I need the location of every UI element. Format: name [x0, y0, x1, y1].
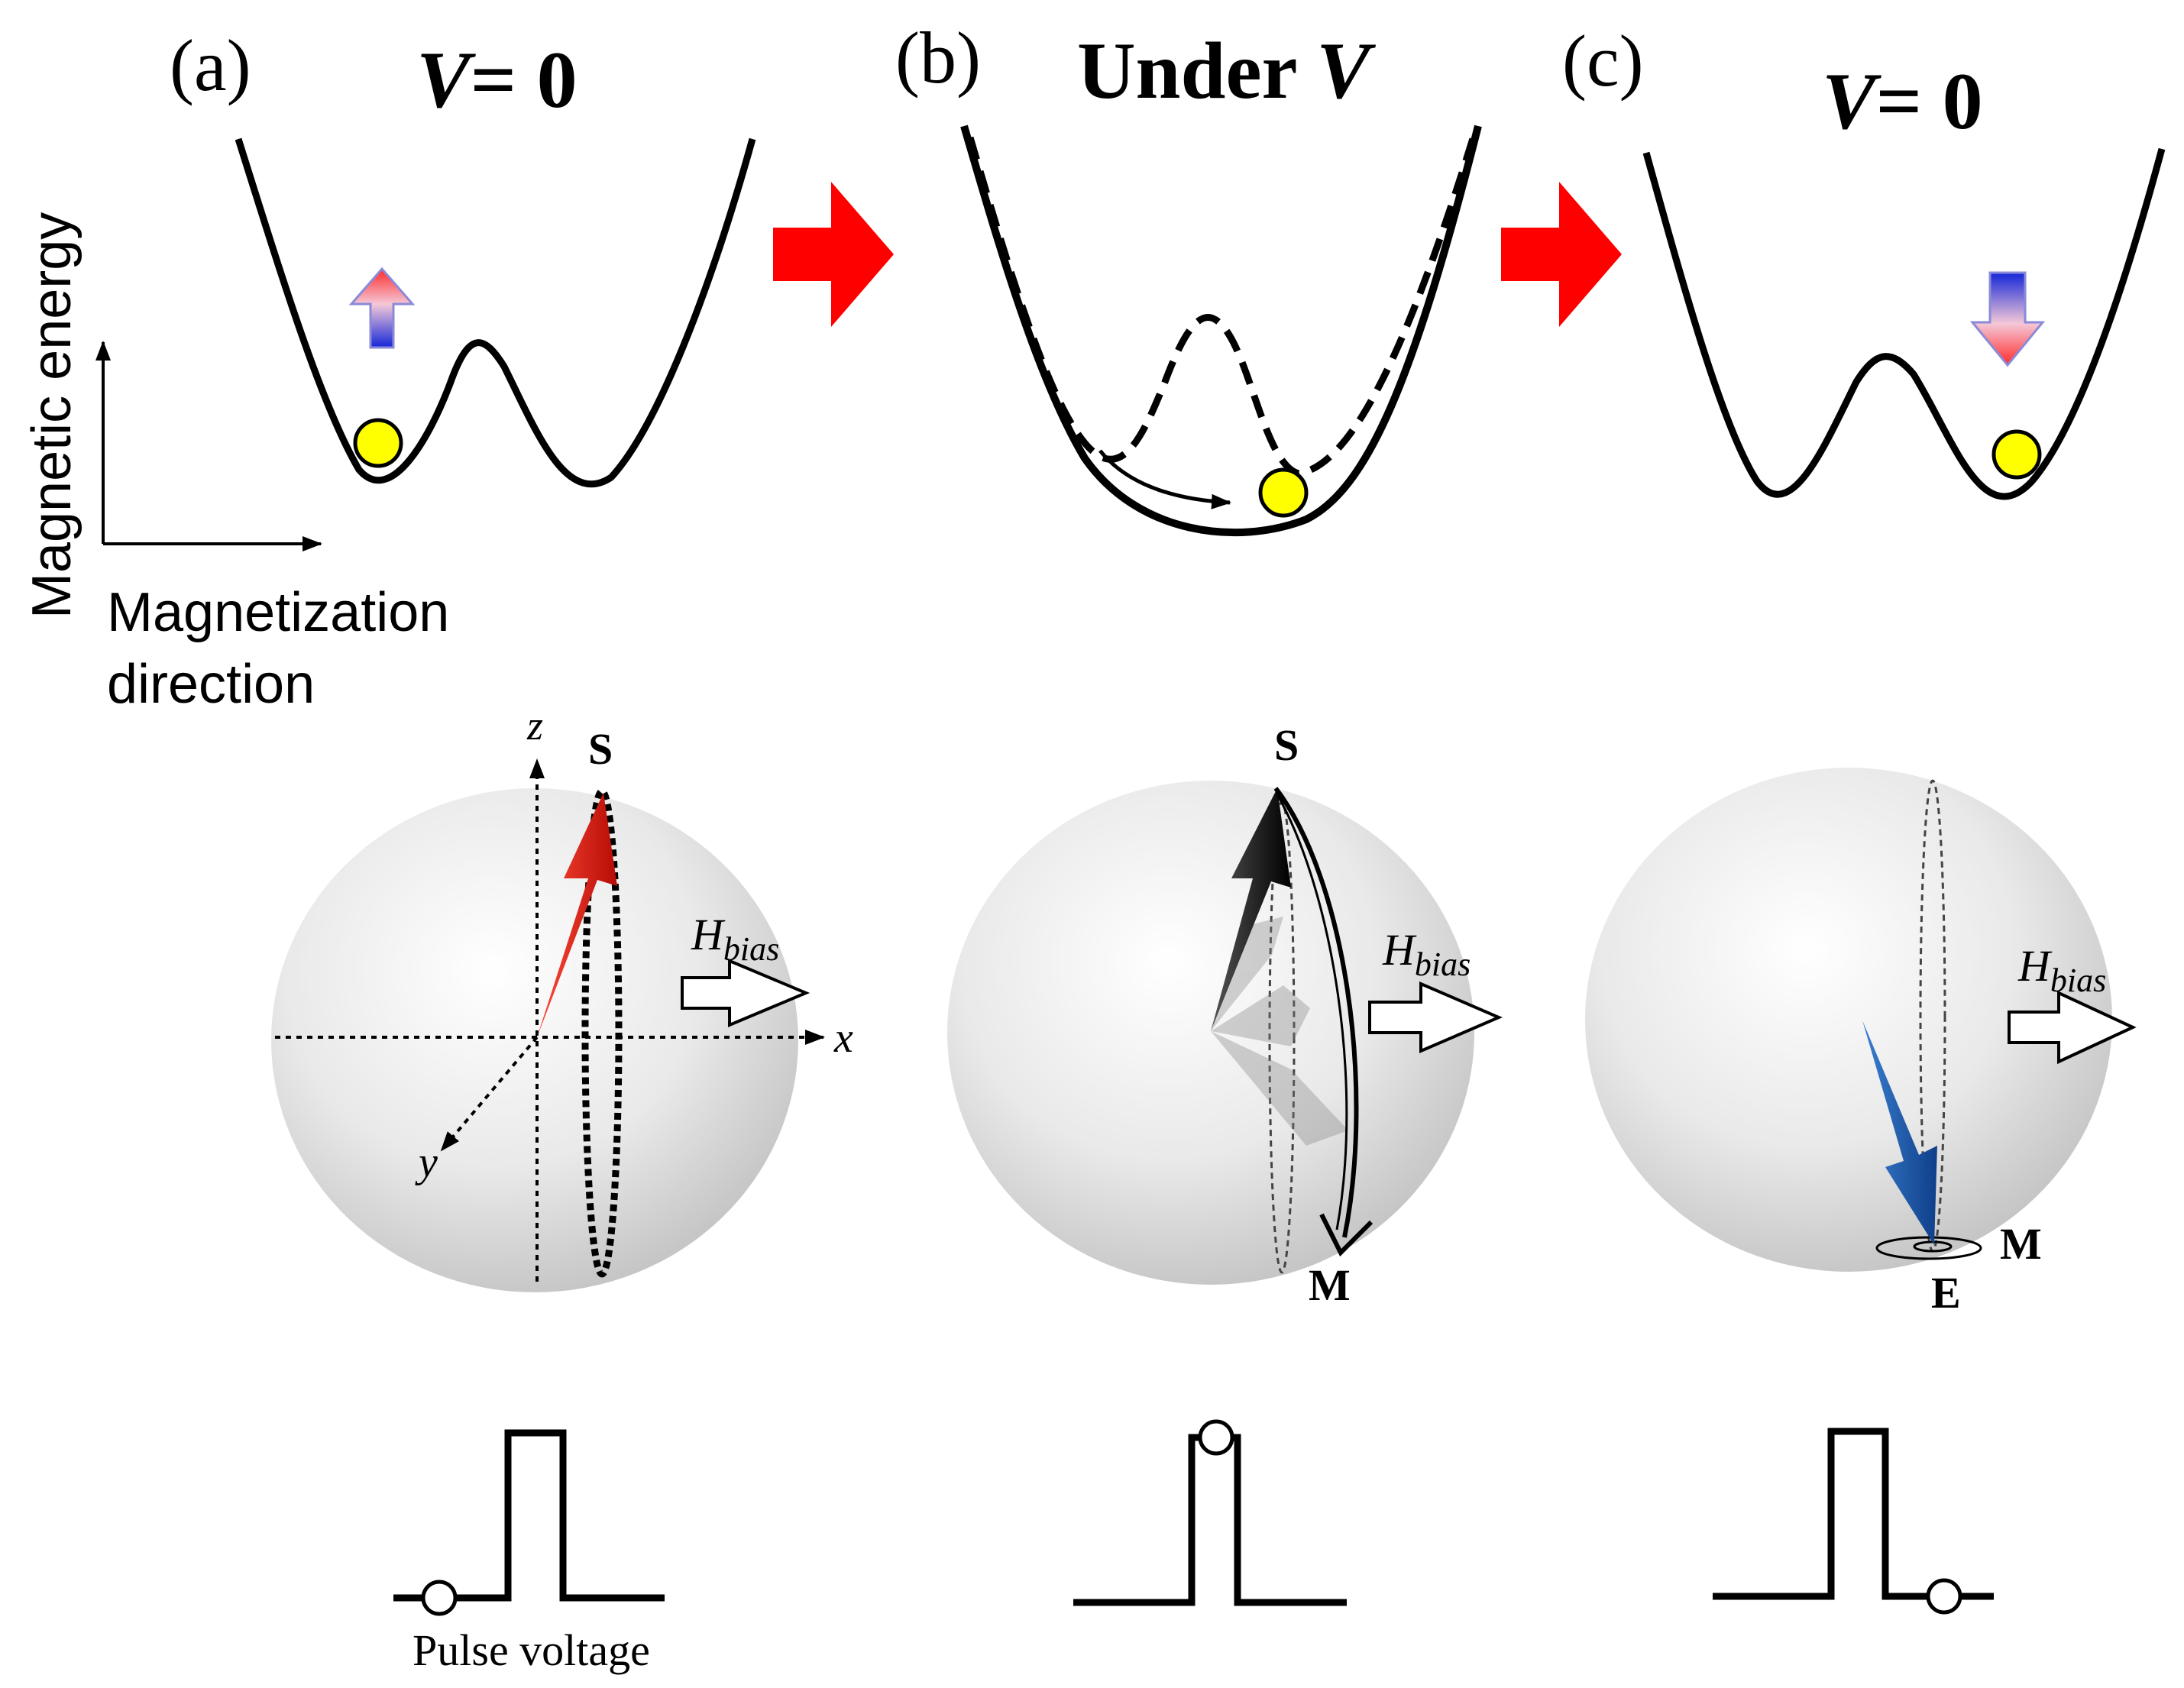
transition-arrow-b-to-c: [1501, 182, 1622, 327]
switching-trajectory-b: [1273, 787, 1359, 1238]
panel-b-label: (b): [895, 17, 981, 99]
pulse-a: Pulse voltage: [393, 1429, 665, 1675]
field-sub-b: bias: [1415, 946, 1471, 983]
field-main-b: H: [1382, 925, 1417, 975]
field-arrow-b-icon: [1368, 981, 1503, 1054]
energy-well-c: [1642, 147, 2166, 500]
spin-down-arrow-icon: [1969, 271, 2046, 367]
field-arrow-a-icon: [681, 958, 811, 1028]
start-label-a: S: [588, 724, 613, 774]
precession-orbit-a: [581, 787, 623, 1278]
ghost-arrow-3-icon: [1211, 1031, 1348, 1146]
state-ball-c: [1991, 429, 2042, 480]
field-label-a: Hbias: [691, 910, 779, 968]
panel-c-title-suffix: = 0: [1876, 57, 1983, 146]
magnetization-arrow-blue-icon: [1862, 1020, 1937, 1245]
field-arrow-c-icon: [2008, 990, 2137, 1065]
mid-label-b: M: [1309, 1260, 1351, 1310]
pulse-marker-a: [421, 1580, 458, 1616]
pulse-c: [1713, 1428, 1994, 1615]
start-label-b: S: [1274, 720, 1299, 770]
pulse-marker-c: [1926, 1578, 1962, 1615]
field-label-b: Hbias: [1382, 925, 1471, 983]
sphere-a: z x y S Hbias: [271, 703, 853, 1292]
single-well-curve-b: [960, 124, 1482, 537]
panel-a-label: (a): [170, 24, 251, 106]
sphere-b: S M Hbias: [947, 720, 1503, 1310]
magnetization-axis-label-line2: direction: [107, 654, 315, 715]
pulse-marker-b: [1198, 1419, 1234, 1456]
y-axis-label: y: [415, 1139, 438, 1186]
trajectory-arrowhead-b-icon: [1319, 1213, 1373, 1257]
panel-b-title: Under V: [1077, 26, 1376, 115]
end-label-c: E: [1931, 1268, 1961, 1318]
switching-trajectory-b-inner: [1276, 794, 1348, 1230]
energy-well-b: [960, 124, 1482, 537]
panel-c-voltage-var: V: [1822, 57, 1881, 146]
panel-b-header: (b) Under V: [895, 17, 1376, 115]
transition-arrow-a-to-b: [773, 182, 894, 327]
panel-a-voltage-var: V: [416, 35, 476, 124]
energy-well-a: [235, 137, 756, 488]
field-main-c: H: [2017, 941, 2053, 991]
panel-a-header: (a) V= 0: [170, 24, 578, 124]
settling-orbit-c: [1875, 1236, 1982, 1260]
z-axis-label: z: [526, 703, 543, 749]
field-sub-c: bias: [2050, 962, 2106, 999]
energy-axes: Magnetic energy Magnetization direction: [21, 212, 449, 715]
pulse-waveform-a: [393, 1429, 665, 1602]
sphere-c: M E Hbias: [1585, 768, 2137, 1318]
mid-label-c: M: [2000, 1219, 2042, 1269]
panel-c-title: V= 0: [1822, 57, 1983, 146]
pulse-b: [1073, 1419, 1347, 1606]
spin-up-arrow-icon: [348, 267, 416, 349]
energy-axis-label: Magnetic energy: [21, 212, 83, 619]
pulse-caption: Pulse voltage: [413, 1625, 650, 1675]
ghost-arrow-2-icon: [1211, 985, 1310, 1046]
dashed-barrier-curve-b: [966, 132, 1478, 477]
switching-path-arrow-b: [1098, 449, 1231, 509]
double-well-curve-c: [1642, 147, 2166, 500]
pulse-waveform-c: [1713, 1428, 1994, 1600]
magnetization-axis-label-line1: Magnetization: [107, 582, 449, 643]
sphere-c-body: [1585, 768, 2112, 1272]
field-sub-a: bias: [723, 930, 779, 968]
state-ball-a: [353, 418, 403, 468]
panel-b-voltage-var: V: [1316, 26, 1376, 115]
double-well-curve-a: [235, 137, 756, 488]
ghost-arrows-b: [1211, 917, 1348, 1146]
x-axis-label: x: [833, 1014, 853, 1062]
panel-b-title-prefix: Under: [1077, 26, 1316, 115]
pulse-waveform-b: [1073, 1434, 1347, 1606]
field-label-c: Hbias: [2017, 941, 2106, 999]
panel-a-title-suffix: = 0: [471, 35, 578, 124]
panel-c-label: (c): [1562, 20, 1644, 102]
sphere-b-body: [947, 781, 1474, 1285]
ghost-arrow-1-icon: [1211, 917, 1283, 1031]
magnetization-arrow-black-icon: [1211, 788, 1291, 1031]
field-main-a: H: [691, 910, 726, 959]
panel-c-header: (c) V= 0: [1562, 20, 1983, 146]
panel-a-title: V= 0: [416, 35, 578, 124]
y-axis: [440, 1036, 539, 1152]
state-ball-b: [1258, 467, 1309, 518]
magnetization-arrow-red-icon: [537, 793, 617, 1037]
